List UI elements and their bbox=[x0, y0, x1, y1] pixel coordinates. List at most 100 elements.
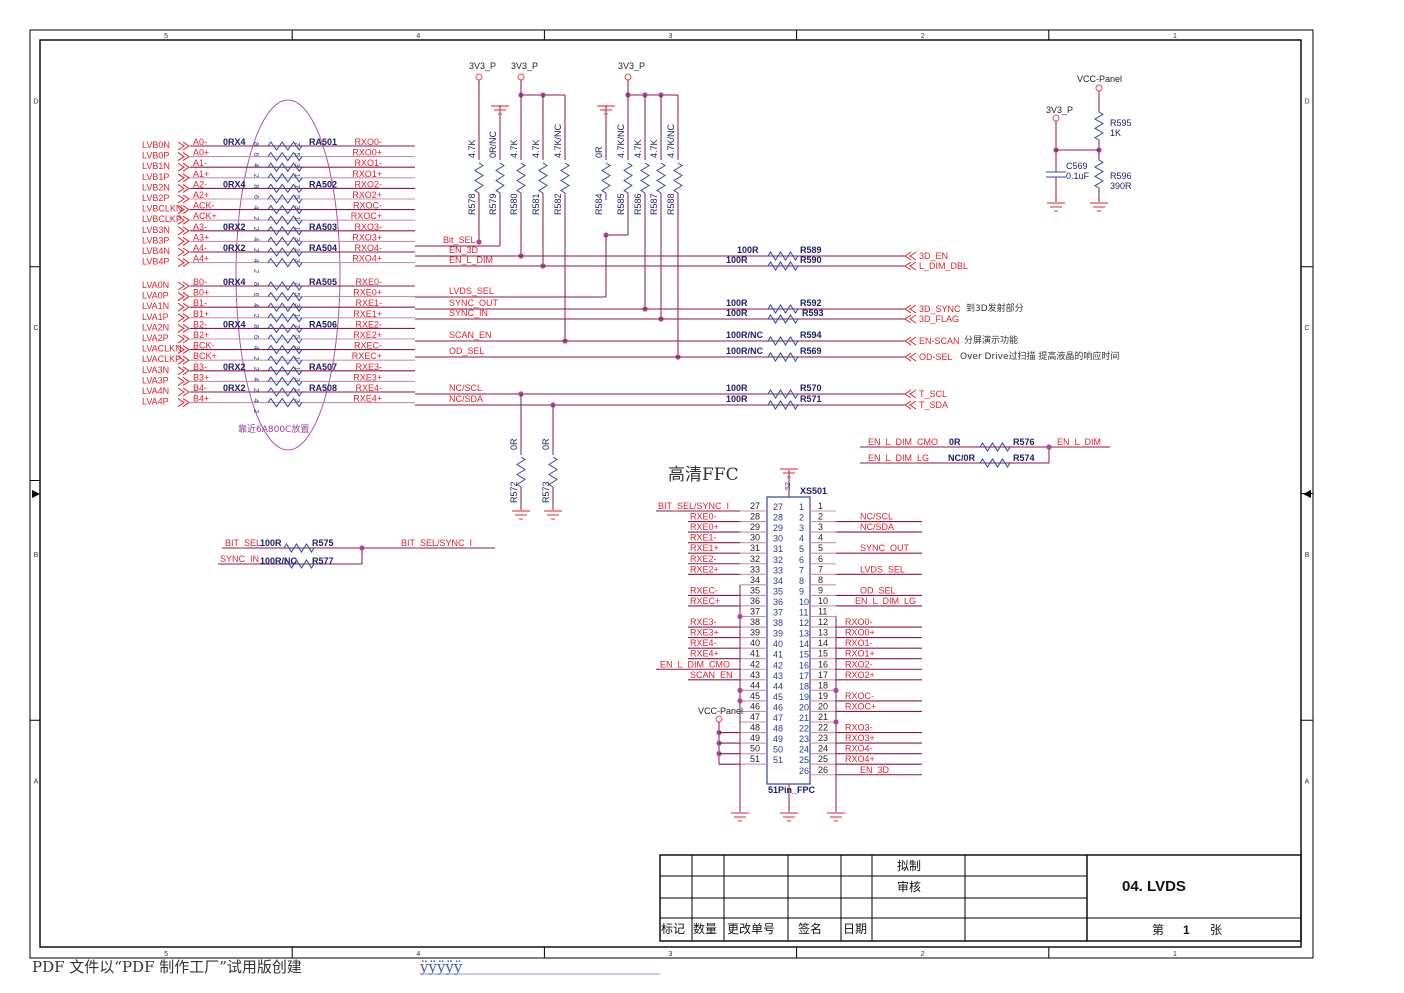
lvds-connector-label: LVB3N bbox=[142, 225, 170, 235]
connector-pin-number: 25 bbox=[818, 754, 828, 764]
resistor-symbol bbox=[267, 215, 303, 226]
port-chevron-icon bbox=[177, 152, 190, 162]
port-label: 3D_EN bbox=[919, 251, 948, 261]
lvds-pin-label: B4- bbox=[193, 383, 207, 393]
resistor-array-value: 0RX4 bbox=[223, 137, 246, 147]
connector-net-label: NC/SCL bbox=[860, 512, 893, 522]
lvds-pin-label: B0- bbox=[193, 277, 207, 287]
connector-pin-number: 34 bbox=[750, 575, 760, 585]
resistor-symbol bbox=[267, 204, 303, 215]
resistor-value: 4.7K bbox=[649, 139, 659, 158]
port-label: EN-SCAN bbox=[919, 336, 960, 346]
array-pin-number: 3 bbox=[293, 237, 300, 241]
power-label: 3V3_P bbox=[469, 61, 496, 71]
connector-pin-number: 17 bbox=[818, 670, 828, 680]
resistor-symbol bbox=[267, 162, 303, 173]
resistor-symbol bbox=[495, 162, 505, 194]
resistor-value: 4.7K bbox=[531, 139, 541, 158]
resistor-array-ref: RA503 bbox=[309, 222, 337, 232]
port-chevron-icon bbox=[177, 334, 190, 344]
connector-net-label: RXE4- bbox=[690, 638, 717, 648]
resistor-value: 4.7K/NC bbox=[666, 123, 676, 158]
net-label: EN_L_DIM_LG bbox=[868, 453, 929, 463]
power-port-icon bbox=[475, 73, 483, 81]
column-label: 5 bbox=[164, 33, 168, 40]
array-pin-number: 2 bbox=[252, 388, 259, 392]
connector-pin-number: 22 bbox=[818, 723, 828, 733]
header-mark: 标记 bbox=[661, 922, 685, 936]
lvds-out-label: RXE3- bbox=[355, 362, 382, 372]
lvds-connector-label: LVB0N bbox=[142, 140, 170, 150]
lvds-pin-label: A1- bbox=[193, 158, 207, 168]
lvds-out-label: RXO1+ bbox=[352, 169, 382, 179]
resistor-symbol bbox=[601, 162, 611, 194]
connector-inner-pin: 42 bbox=[773, 660, 783, 670]
port-chevron-icon bbox=[177, 258, 190, 268]
resistor-symbol bbox=[267, 172, 303, 183]
resistor-ref: R579 bbox=[488, 193, 498, 215]
resistor-symbol bbox=[267, 344, 303, 355]
connector-inner-pin: 20 bbox=[799, 702, 809, 712]
resistor-array-value: 0RX2 bbox=[223, 362, 246, 372]
resistor-value: 100R/NC bbox=[260, 556, 298, 566]
connector-inner-pin: 3 bbox=[799, 523, 804, 533]
array-pin-number: 2 bbox=[252, 248, 259, 252]
row-label: B bbox=[1305, 552, 1310, 559]
array-pin-number: 4 bbox=[252, 259, 259, 263]
resistor-value: 1K bbox=[1110, 128, 1121, 138]
row-label: A bbox=[1305, 779, 1310, 786]
resistor-ref: R588 bbox=[666, 193, 676, 215]
resistor-ref: R592 bbox=[800, 298, 822, 308]
port-chevron-icon bbox=[904, 389, 917, 399]
array-pin-number: 1 bbox=[293, 356, 300, 360]
resistor-symbol bbox=[767, 304, 799, 314]
connector-net-label: RXE0+ bbox=[690, 522, 719, 532]
lvds-pin-label: A3- bbox=[193, 222, 207, 232]
resistor-ref: R575 bbox=[312, 538, 334, 548]
port-label: 3D_SYNC bbox=[919, 304, 961, 314]
array-pin-number: 3 bbox=[293, 303, 300, 307]
lvds-pin-label: B2- bbox=[193, 319, 207, 329]
connector-inner-pin: 36 bbox=[773, 597, 783, 607]
junction-dot bbox=[476, 239, 482, 245]
power-label: 3V3_P bbox=[511, 61, 538, 71]
column-label: 4 bbox=[416, 951, 420, 958]
resistor-ref: R584 bbox=[594, 193, 604, 215]
resistor-symbol bbox=[267, 334, 303, 344]
footer-link[interactable]: ÿÿÿÿÿ bbox=[419, 958, 463, 976]
resistor-symbol bbox=[767, 314, 799, 324]
connector-net-label: RXO4- bbox=[845, 744, 873, 754]
connector-inner-pin: 6 bbox=[799, 555, 804, 565]
connector-pin-number: 14 bbox=[818, 638, 828, 648]
lvds-out-label: RXE3+ bbox=[353, 372, 382, 382]
lvds-connector-label: LVA4P bbox=[142, 397, 169, 407]
resistor-symbol bbox=[474, 162, 484, 194]
column-label: 2 bbox=[921, 951, 925, 958]
connector-inner-pin: 28 bbox=[773, 513, 783, 523]
resistor-symbol bbox=[767, 389, 799, 399]
connector-inner-pin: 23 bbox=[799, 734, 809, 744]
resistor-array-value: 0RX2 bbox=[223, 222, 246, 232]
row-label: B bbox=[34, 552, 39, 559]
resistor-symbol bbox=[267, 183, 303, 194]
resistor-value: 100R bbox=[726, 308, 748, 318]
resistor-value: 100R bbox=[737, 245, 759, 255]
header-date: 日期 bbox=[843, 922, 867, 936]
net-label: SYNC_IN bbox=[220, 554, 259, 564]
net-label: NC/SDA bbox=[449, 394, 483, 404]
resistor-ref: R585 bbox=[616, 193, 626, 215]
lvds-connector-label: LVA0P bbox=[142, 291, 169, 301]
connector-inner-pin: 48 bbox=[773, 724, 783, 734]
resistor-ref: R569 bbox=[800, 346, 822, 356]
connector-inner-pin: 31 bbox=[773, 544, 783, 554]
port-label: T_SCL bbox=[919, 389, 947, 399]
lvds-out-label: RXE0+ bbox=[353, 288, 382, 298]
lvds-connector-label: LVB2N bbox=[142, 182, 170, 192]
array-pin-number: 2 bbox=[252, 409, 259, 413]
connector-inner-pin: 14 bbox=[799, 639, 809, 649]
resistor-symbol bbox=[267, 312, 303, 323]
connector-type: 51Pin_FPC bbox=[768, 785, 816, 795]
resistor-symbol bbox=[1094, 111, 1104, 141]
